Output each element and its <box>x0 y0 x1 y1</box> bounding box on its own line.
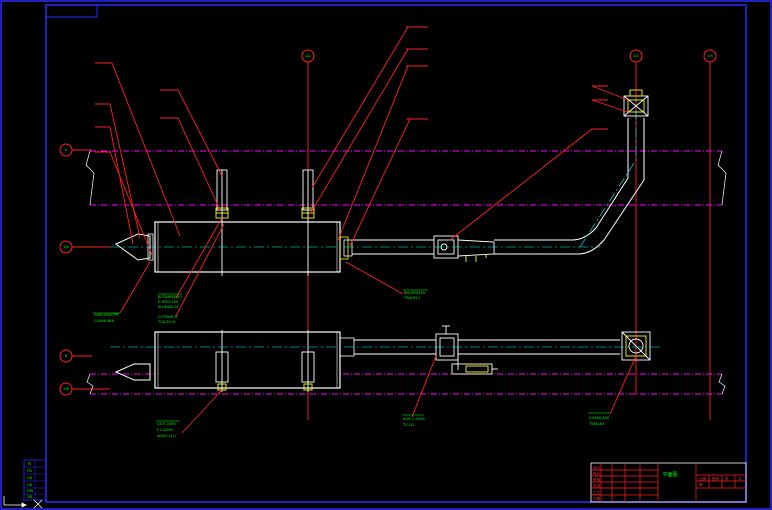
svg-text:SLUMEB-14: SLUMEB-14 <box>158 305 179 309</box>
note-cylinder-lower: GV-F-1000 F-L-A200 AG50-11-1 <box>156 420 180 438</box>
svg-text:GS: GS <box>27 476 33 480</box>
svg-text:E-IPCD-200: E-IPCD-200 <box>158 300 179 304</box>
svg-text:设计: 设计 <box>593 465 601 470</box>
svg-text:AG50-11-1: AG50-11-1 <box>157 434 176 438</box>
svg-text:TK: TK <box>26 462 32 466</box>
title-block-left-cells: 设计 校对 审核 批准 工艺 日期 <box>593 465 601 501</box>
svg-text:CLANG BLK: CLANG BLK <box>94 319 115 323</box>
lower-damper <box>435 325 459 361</box>
svg-text:BI-TDBFD100: BI-TDBFD100 <box>158 295 182 299</box>
svg-text:批准: 批准 <box>593 483 601 488</box>
axis-bubble-top-2: 1/3 <box>629 49 643 63</box>
svg-text:CY-TDNS-TF: CY-TDNS-TF <box>158 315 178 319</box>
title-block-name: 平面图 <box>662 472 677 478</box>
svg-text:DW: DW <box>27 489 34 493</box>
axis-bubble-top-1: 1/2 <box>301 49 315 63</box>
lower-actuator <box>451 347 498 375</box>
lower-hanger-1 <box>215 330 229 392</box>
note-damper-lower: AOR-1-000A TS-I-D <box>402 414 425 427</box>
lower-assembly <box>110 325 660 392</box>
svg-text:B: B <box>65 354 68 358</box>
svg-text:GVN-1800TPS: GVN-1800TPS <box>94 313 120 317</box>
lower-end-flange <box>621 331 651 361</box>
upper-damper <box>433 235 495 262</box>
svg-text:F-L-A200: F-L-A200 <box>157 428 174 432</box>
frame-corner-tab <box>45 4 98 18</box>
svg-text:HX: HX <box>27 483 33 487</box>
break-marks <box>85 150 727 395</box>
note-burner-upper: GVN-1800TPS CLANG BLK <box>93 312 120 323</box>
axis-bubble-top-3: 1/4 <box>703 49 717 63</box>
axis-bubble-left-2: 1/A <box>59 240 73 254</box>
title-block-right-cells: 比例 图号 张 共 第 <box>699 476 742 487</box>
title-block <box>590 462 747 503</box>
svg-text:工艺: 工艺 <box>593 490 601 495</box>
svg-text:FD: FD <box>27 469 32 473</box>
svg-text:1/B: 1/B <box>63 387 69 391</box>
leader-shelves <box>406 26 428 120</box>
ucs-icon <box>3 496 43 509</box>
lower-nozzle <box>114 363 151 381</box>
note-cylinder-upper: BI-TDBFD100 E-IPCD-200 SLUMEB-14 CY-TDNS… <box>157 293 182 324</box>
upper-assembly <box>110 89 649 276</box>
wall-lines-lower <box>90 373 722 395</box>
svg-text:TS-I-D: TS-I-D <box>402 423 414 427</box>
svg-text:1/3: 1/3 <box>633 54 638 58</box>
svg-text:图号: 图号 <box>712 476 720 481</box>
side-legend: TK FD GS HX DW ZB <box>23 459 47 501</box>
svg-text:日期: 日期 <box>593 496 601 501</box>
svg-text:共: 共 <box>738 476 742 481</box>
svg-text:1/A: 1/A <box>63 245 69 249</box>
svg-text:BH-DFM200: BH-DFM200 <box>404 291 426 295</box>
svg-text:TSAHF11: TSAHF11 <box>403 296 420 300</box>
svg-text:比例: 比例 <box>699 476 707 481</box>
axis-grid-horizontal <box>72 149 110 390</box>
svg-text:ZB: ZB <box>27 495 32 499</box>
svg-text:T2A-SO-A: T2A-SO-A <box>157 320 176 324</box>
svg-text:1/4: 1/4 <box>707 54 712 58</box>
svg-text:1/2: 1/2 <box>305 54 310 58</box>
svg-text:CHS80-A50: CHS80-A50 <box>589 416 610 420</box>
svg-text:AOR-1-000A: AOR-1-000A <box>403 417 425 421</box>
note-bend-lower: CHS80-A50 TSNG-B1 <box>588 412 610 426</box>
svg-text:GV-F-1000: GV-F-1000 <box>157 422 177 426</box>
svg-text:A: A <box>65 148 68 152</box>
svg-text:校对: 校对 <box>593 471 601 476</box>
upper-hanger-2 <box>301 169 315 276</box>
upper-hanger-1 <box>215 169 229 276</box>
svg-text:第: 第 <box>699 482 703 487</box>
lower-hanger-2 <box>301 330 315 392</box>
upper-bend-pipe <box>494 118 629 241</box>
lower-cylinder <box>154 331 341 389</box>
axis-bubble-left-3: B <box>59 349 73 363</box>
axis-bubble-left-1: A <box>59 143 73 157</box>
drawing-frame <box>45 4 747 503</box>
svg-text:审核: 审核 <box>593 477 601 482</box>
svg-text:TSNG-B1: TSNG-B1 <box>588 422 605 426</box>
svg-text:张: 张 <box>725 476 729 481</box>
wall-lines-upper <box>90 150 722 206</box>
note-hanger-right: BH-DFM200 TSAHF11 <box>403 289 428 300</box>
axis-bubble-left-4: 1/B <box>59 382 73 396</box>
